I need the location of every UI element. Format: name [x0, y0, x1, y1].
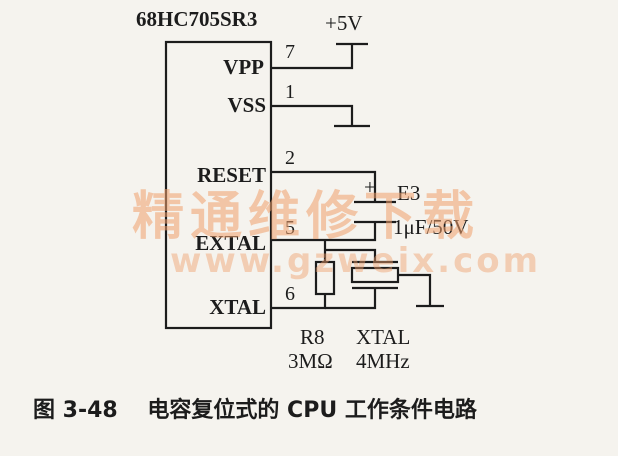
watermark-url: www.gzweix.com — [170, 241, 541, 281]
resistor-ref: R8 — [300, 325, 325, 349]
chip-part-number: 68HC705SR3 — [136, 7, 257, 31]
circuit-schematic: 68HC705SR3 VPP VSS RESET EXTAL XTAL 7 1 … — [132, 7, 541, 373]
capacitor-ref: E3 — [397, 181, 420, 205]
pin-name-xtal: XTAL — [209, 295, 266, 319]
capacitor-polarity: + — [364, 175, 376, 199]
caption-figure-number: 图 3-48 — [33, 398, 118, 423]
watermark-chinese: 精通维修下载 — [132, 187, 480, 247]
resistor-value: 3MΩ — [288, 349, 333, 373]
pin-number-extal: 5 — [285, 217, 295, 239]
pin-name-vpp: VPP — [223, 55, 264, 79]
pin-name-reset: RESET — [197, 163, 266, 187]
pin-name-extal: EXTAL — [195, 231, 266, 255]
pin-number-xtal: 6 — [285, 283, 295, 305]
chip-body — [164, 40, 273, 330]
pin-number-vpp: 7 — [285, 41, 295, 63]
extal-network-wire — [271, 240, 444, 310]
crystal-ref: XTAL — [356, 325, 410, 349]
caption-title: 电容复位式的 CPU 工作条件电路 — [147, 398, 477, 423]
vpp-supply-wire — [271, 42, 368, 70]
supply-label: +5V — [325, 11, 363, 35]
pin-name-vss: VSS — [227, 93, 266, 117]
vss-ground-wire — [271, 104, 370, 128]
figure-caption: 图 3-48 电容复位式的 CPU 工作条件电路 — [33, 392, 477, 424]
reset-capacitor-wire — [271, 170, 396, 242]
capacitor-value: 1μF/50V — [393, 215, 468, 239]
crystal-value: 4MHz — [356, 349, 410, 373]
pin-number-vss: 1 — [285, 81, 295, 103]
pin-number-reset: 2 — [285, 147, 295, 169]
